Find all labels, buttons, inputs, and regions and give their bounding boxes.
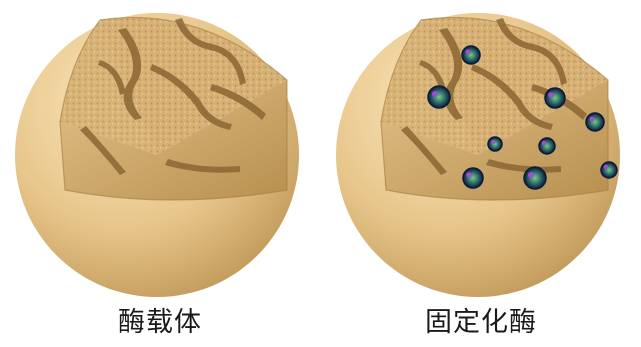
immobilized-sphere-illustration (321, 0, 641, 300)
enzyme-particle-icon (488, 137, 502, 151)
panel-immobilized-enzyme: 固定化酶 (321, 0, 641, 347)
panel-enzyme-carrier: 酶载体 (0, 0, 320, 347)
enzyme-particle-icon (428, 86, 450, 108)
enzyme-particle-icon (586, 113, 604, 131)
enzyme-particle-icon (539, 138, 555, 154)
caption-immobilized-enzyme: 固定化酶 (321, 300, 641, 339)
enzyme-particle-icon (545, 88, 565, 108)
enzyme-particle-icon (524, 167, 546, 189)
caption-enzyme-carrier: 酶载体 (0, 300, 320, 339)
enzyme-particle-icon (601, 162, 617, 178)
enzyme-particle-icon (463, 168, 483, 188)
carrier-sphere-illustration (0, 0, 320, 300)
enzyme-particle-icon (462, 46, 480, 64)
